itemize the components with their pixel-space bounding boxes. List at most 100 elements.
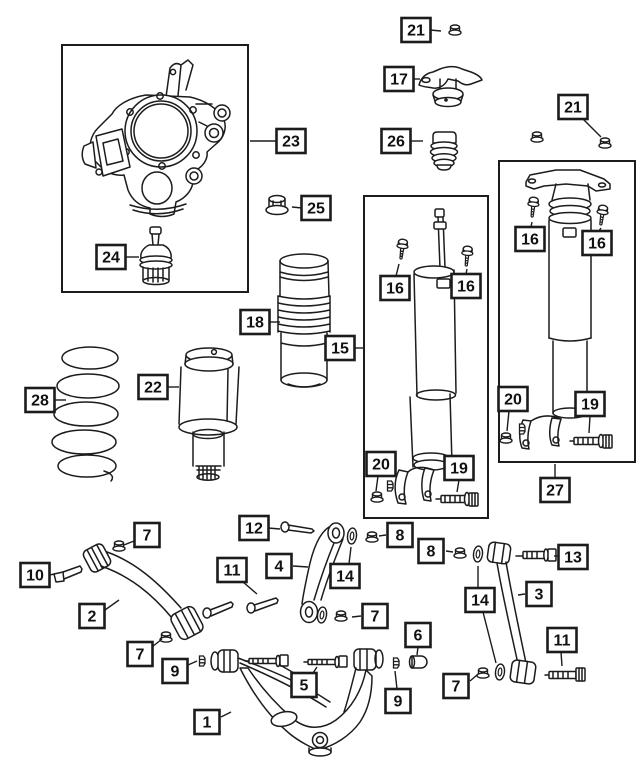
callout-label: 22 xyxy=(144,380,162,397)
leader-line xyxy=(395,263,400,277)
callout-box[interactable] xyxy=(557,93,589,121)
callout-label: 17 xyxy=(390,72,408,89)
callout-11[interactable]: 11 xyxy=(216,556,248,584)
callout-box[interactable] xyxy=(265,552,293,580)
callout-box[interactable] xyxy=(497,385,529,413)
callout-21[interactable]: 21 xyxy=(400,16,432,44)
callout-box[interactable] xyxy=(525,580,553,608)
callout-16[interactable]: 16 xyxy=(379,274,411,302)
callout-28[interactable]: 28 xyxy=(24,386,56,414)
callout-box[interactable] xyxy=(361,602,389,630)
callout-16[interactable]: 16 xyxy=(450,272,482,300)
leader-line xyxy=(279,664,295,674)
callout-box[interactable] xyxy=(95,243,127,271)
callout-box[interactable] xyxy=(384,687,412,715)
leader-line xyxy=(187,660,198,666)
callout-box[interactable] xyxy=(574,390,606,418)
callout-box[interactable] xyxy=(557,543,589,571)
callout-14[interactable]: 14 xyxy=(329,562,361,590)
callout-label: 7 xyxy=(371,609,380,626)
callout-20[interactable]: 20 xyxy=(497,385,529,413)
callout-label: 14 xyxy=(471,593,489,610)
leader-line xyxy=(582,118,602,138)
callout-26[interactable]: 26 xyxy=(380,127,412,155)
callout-10[interactable]: 10 xyxy=(19,561,51,589)
callout-box[interactable] xyxy=(546,626,578,654)
callout-box[interactable] xyxy=(324,334,356,362)
callout-label: 3 xyxy=(535,587,544,604)
nut-drawing xyxy=(112,540,126,552)
callout-box[interactable] xyxy=(329,562,361,590)
callout-box[interactable] xyxy=(400,16,432,44)
callout-16[interactable]: 16 xyxy=(581,229,613,257)
callout-box[interactable] xyxy=(300,194,332,222)
callout-box[interactable] xyxy=(133,521,161,549)
callout-box[interactable] xyxy=(386,521,414,549)
callout-box[interactable] xyxy=(193,708,221,736)
callout-box[interactable] xyxy=(404,621,432,649)
callout-label: 4 xyxy=(275,559,284,576)
callout-2[interactable]: 2 xyxy=(78,602,106,630)
nut-drawing xyxy=(365,531,379,543)
callout-7[interactable]: 7 xyxy=(361,602,389,630)
callout-box[interactable] xyxy=(380,127,412,155)
callout-7[interactable]: 7 xyxy=(133,521,161,549)
callout-14[interactable]: 14 xyxy=(464,586,496,614)
callout-box[interactable] xyxy=(442,672,470,700)
callout-9[interactable]: 9 xyxy=(384,687,412,715)
callout-18[interactable]: 18 xyxy=(239,308,271,336)
callout-15[interactable]: 15 xyxy=(324,334,356,362)
callout-7[interactable]: 7 xyxy=(442,672,470,700)
callout-20[interactable]: 20 xyxy=(365,450,397,478)
callout-box[interactable] xyxy=(379,274,411,302)
callout-27[interactable]: 27 xyxy=(539,476,571,504)
callout-box[interactable] xyxy=(24,386,56,414)
callout-box[interactable] xyxy=(275,127,307,155)
callout-4[interactable]: 4 xyxy=(265,552,293,580)
callout-6[interactable]: 6 xyxy=(404,621,432,649)
callout-box[interactable] xyxy=(383,65,415,93)
callout-box[interactable] xyxy=(137,373,169,401)
callout-8[interactable]: 8 xyxy=(386,521,414,549)
callout-24[interactable]: 24 xyxy=(95,243,127,271)
callout-19[interactable]: 19 xyxy=(443,454,475,482)
callout-8[interactable]: 8 xyxy=(417,537,445,565)
callout-23[interactable]: 23 xyxy=(275,127,307,155)
callout-13[interactable]: 13 xyxy=(557,543,589,571)
callout-1[interactable]: 1 xyxy=(193,708,221,736)
callout-box[interactable] xyxy=(539,476,571,504)
callout-box[interactable] xyxy=(581,229,613,257)
callout-label: 5 xyxy=(300,678,309,695)
callout-box[interactable] xyxy=(126,640,154,668)
callout-box[interactable] xyxy=(514,225,546,253)
callout-12[interactable]: 12 xyxy=(238,514,270,542)
callout-box[interactable] xyxy=(365,450,397,478)
callout-5[interactable]: 5 xyxy=(290,671,318,699)
callout-16[interactable]: 16 xyxy=(514,225,546,253)
callout-3[interactable]: 3 xyxy=(525,580,553,608)
callout-7[interactable]: 7 xyxy=(126,640,154,668)
callout-22[interactable]: 22 xyxy=(137,373,169,401)
callout-19[interactable]: 19 xyxy=(574,390,606,418)
callout-box[interactable] xyxy=(443,454,475,482)
callout-21[interactable]: 21 xyxy=(557,93,589,121)
callout-box[interactable] xyxy=(78,602,106,630)
callout-box[interactable] xyxy=(417,537,445,565)
callout-17[interactable]: 17 xyxy=(383,65,415,93)
knuckle-drawing xyxy=(81,59,231,218)
washer-drawing xyxy=(471,544,485,564)
callout-box[interactable] xyxy=(238,514,270,542)
callout-box[interactable] xyxy=(19,561,51,589)
callout-box[interactable] xyxy=(464,586,496,614)
callout-25[interactable]: 25 xyxy=(300,194,332,222)
callout-label: 28 xyxy=(31,393,49,410)
callout-box[interactable] xyxy=(450,272,482,300)
callout-box[interactable] xyxy=(216,556,248,584)
retainer-clip-drawing xyxy=(392,657,400,669)
callout-11[interactable]: 11 xyxy=(546,626,578,654)
callout-box[interactable] xyxy=(290,671,318,699)
callout-box[interactable] xyxy=(161,657,189,685)
callout-box[interactable] xyxy=(239,308,271,336)
callout-9[interactable]: 9 xyxy=(161,657,189,685)
retainer-clip-drawing xyxy=(386,480,394,492)
